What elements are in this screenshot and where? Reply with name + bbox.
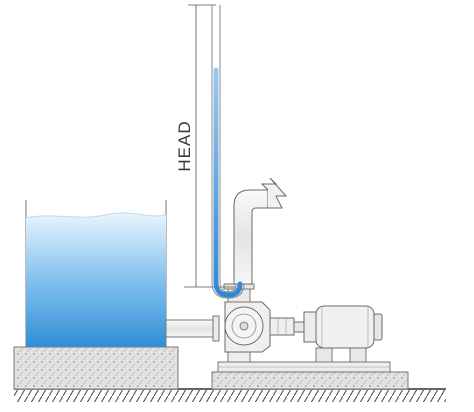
water-body — [26, 213, 166, 347]
ground — [14, 388, 446, 402]
head-label: HEAD — [175, 120, 194, 171]
centrifugal-pump-icon — [224, 301, 295, 363]
pipe-break-symbol — [260, 177, 288, 209]
electric-motor-icon — [303, 305, 383, 363]
tube-water — [213, 67, 243, 298]
water-surface — [25, 212, 167, 219]
pressure-tube — [211, 5, 245, 299]
head-dimension: HEAD — [175, 4, 236, 288]
pump-skid — [211, 361, 409, 390]
discharge-pipe — [223, 177, 288, 303]
water-tank — [25, 200, 167, 347]
tank-base — [13, 346, 179, 390]
suction-pipe — [165, 315, 220, 342]
